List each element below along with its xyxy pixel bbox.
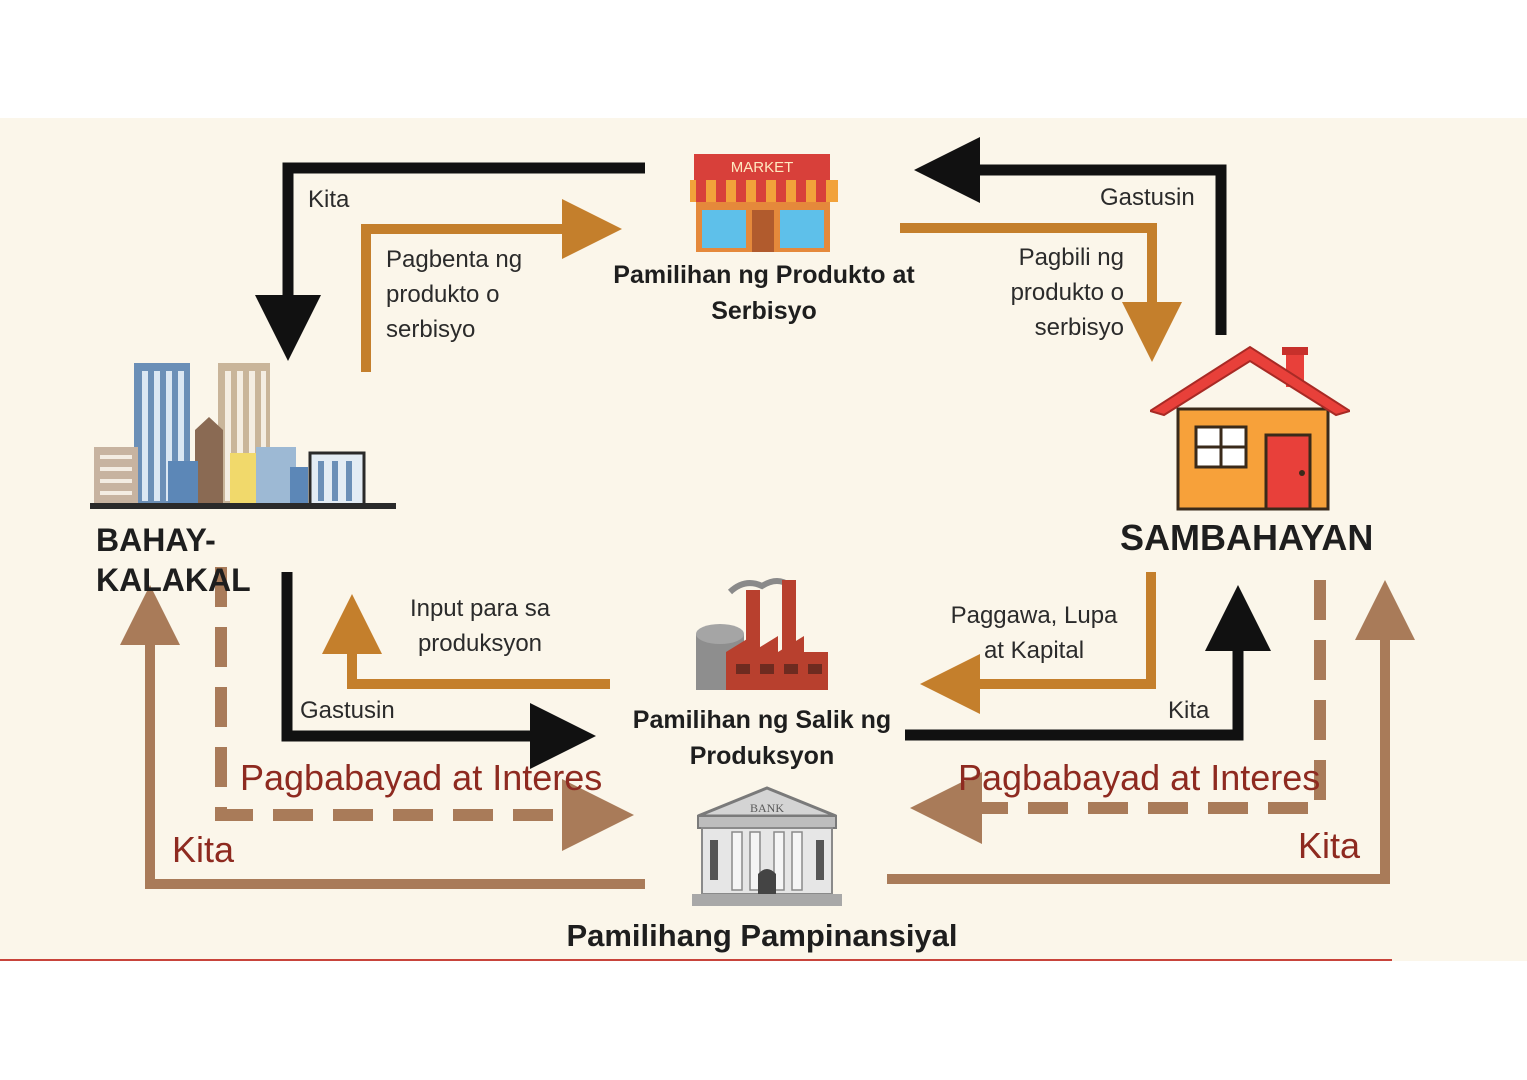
arrow-gastusin-to-factor-market — [281, 572, 596, 769]
node-factor-market: Pamilihan ng Salik ng Produksyon — [632, 706, 892, 770]
label-kita-fin-right: Kita — [1298, 825, 1361, 866]
label-payment-left: Pagbabayad at Interes — [240, 757, 603, 798]
label-gastusin-top-right: Gastusin — [1100, 184, 1195, 211]
arrow-purchase-to-household — [900, 223, 1182, 362]
arrow-kita-to-household — [905, 585, 1271, 741]
label-sale-line-1: Pagbenta ng — [386, 246, 523, 273]
arrow-input-to-business — [322, 594, 610, 689]
label-payment-right: Pagbabayad at Interes — [958, 757, 1321, 798]
factory-icon — [696, 578, 828, 690]
market-stall-icon: MARKET — [690, 154, 838, 252]
arrow-sale-to-product-market — [361, 199, 622, 372]
node-sambahayan: SAMBAHAYAN — [1120, 517, 1374, 558]
label-buy-line-3: serbisyo — [1034, 314, 1124, 341]
label-kita-mid-right: Kita — [1168, 697, 1210, 724]
house-icon — [1150, 345, 1350, 511]
label-factors-line-2: at Kapital — [983, 637, 1085, 664]
label-kita-top-left: Kita — [308, 186, 350, 213]
market-sign-text: MARKET — [731, 159, 794, 176]
city-buildings-icon — [90, 363, 396, 509]
label-buy-line-2: produkto o — [1010, 279, 1124, 306]
label-gastusin-mid-left: Gastusin — [300, 697, 395, 724]
bank-icon: BANK — [692, 786, 842, 906]
label-input-line-2: produksyon — [417, 630, 543, 657]
node-financial-market: Pamilihang Pampinansiyal — [566, 918, 958, 953]
label-sale-line-3: serbisyo — [386, 316, 476, 343]
node-product-market: Pamilihan ng Produkto at Serbisyo — [613, 261, 915, 325]
arrow-kita-to-business — [255, 162, 645, 361]
label-input-line-1: Input para sa — [409, 595, 551, 622]
arrow-factors-to-factor-market — [920, 572, 1156, 714]
arrow-payment-to-financial-market-left — [215, 567, 634, 851]
bank-sign-text: BANK — [750, 801, 784, 815]
arrow-kita-from-financial-market-left — [120, 585, 645, 889]
arrow-gastusin-to-product-market — [914, 137, 1227, 335]
label-factors-line-1: Paggawa, Lupa — [950, 602, 1118, 629]
arrow-kita-from-financial-market-right — [887, 580, 1415, 884]
arrow-payment-to-financial-market-right — [910, 580, 1326, 844]
label-sale-line-2: produkto o — [386, 281, 500, 308]
label-buy-line-1: Pagbili ng — [1018, 244, 1124, 271]
bottom-divider — [0, 959, 1392, 961]
node-bahay-kalakal: BAHAY-KALAKAL — [96, 522, 251, 598]
label-kita-fin-left: Kita — [172, 829, 235, 870]
